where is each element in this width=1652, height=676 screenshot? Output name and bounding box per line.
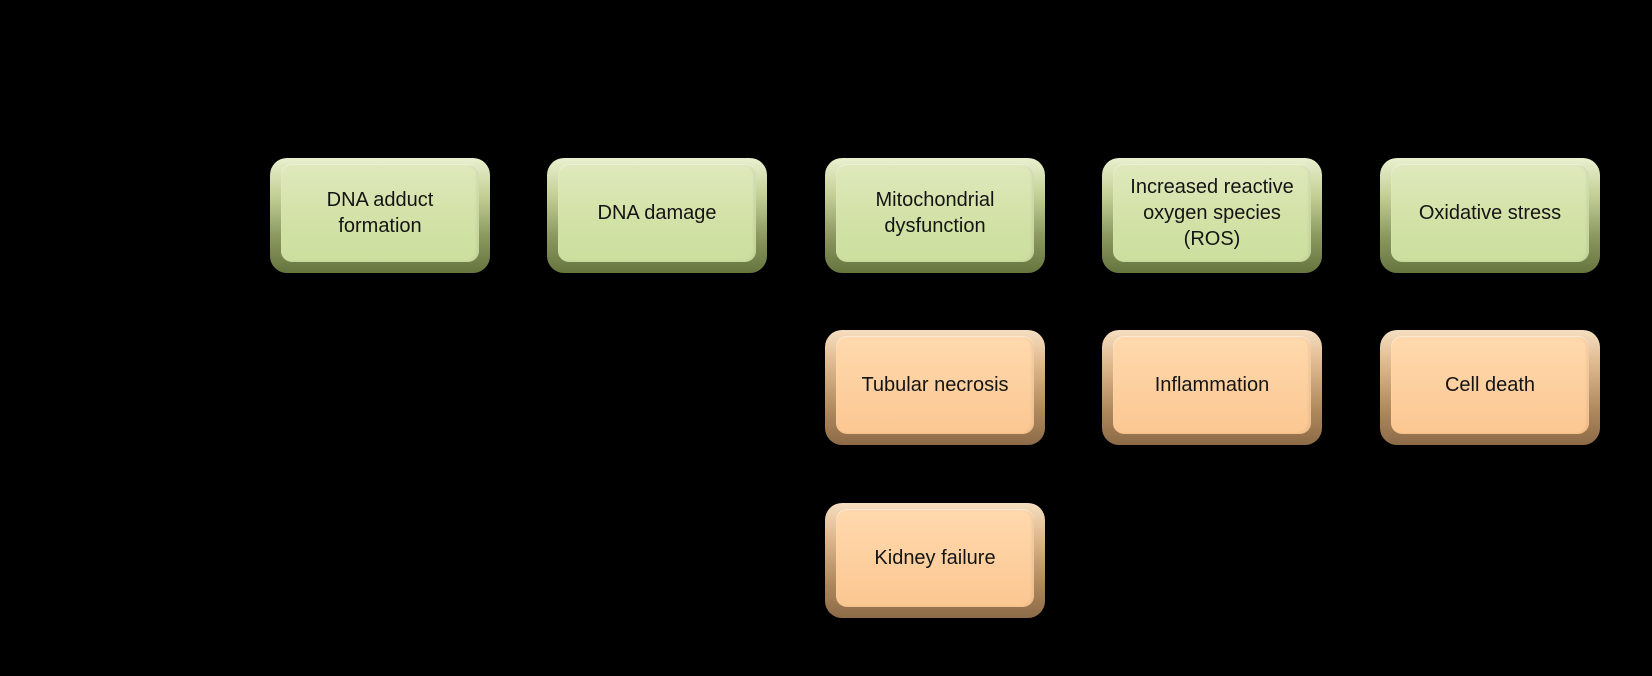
node-oxidative-stress: Oxidative stress: [1380, 158, 1600, 273]
node-label: Mitochondrial dysfunction: [875, 189, 995, 237]
node-inflammation: Inflammation: [1102, 330, 1322, 445]
node-label: Cell death: [1444, 374, 1536, 396]
node-face: Tubular necrosis: [836, 336, 1034, 434]
node-label: Tubular necrosis: [861, 374, 1009, 396]
node-face: Cell death: [1391, 336, 1589, 434]
node-face: Oxidative stress: [1391, 164, 1589, 262]
node-cell-death: Cell death: [1380, 330, 1600, 445]
node-dna-adduct-formation: DNA adduct formation: [270, 158, 490, 273]
node-label: Inflammation: [1154, 374, 1270, 396]
node-face: Inflammation: [1113, 336, 1311, 434]
node-tubular-necrosis: Tubular necrosis: [825, 330, 1045, 445]
node-dna-damage: DNA damage: [547, 158, 767, 273]
node-label: Oxidative stress: [1418, 202, 1562, 224]
node-kidney-failure: Kidney failure: [825, 503, 1045, 618]
node-face: Kidney failure: [836, 509, 1034, 607]
node-label: DNA damage: [597, 202, 717, 224]
node-face: DNA damage: [558, 164, 756, 262]
node-label: Kidney failure: [874, 547, 996, 569]
node-face: Increased reactive oxygen species (ROS): [1113, 164, 1311, 262]
node-face: DNA adduct formation: [281, 164, 479, 262]
node-face: Mitochondrial dysfunction: [836, 164, 1034, 262]
node-label: Increased reactive oxygen species (ROS): [1130, 176, 1294, 250]
node-mitochondrial-dysfunction: Mitochondrial dysfunction: [825, 158, 1045, 273]
node-increased-ros: Increased reactive oxygen species (ROS): [1102, 158, 1322, 273]
node-label: DNA adduct formation: [326, 189, 434, 237]
